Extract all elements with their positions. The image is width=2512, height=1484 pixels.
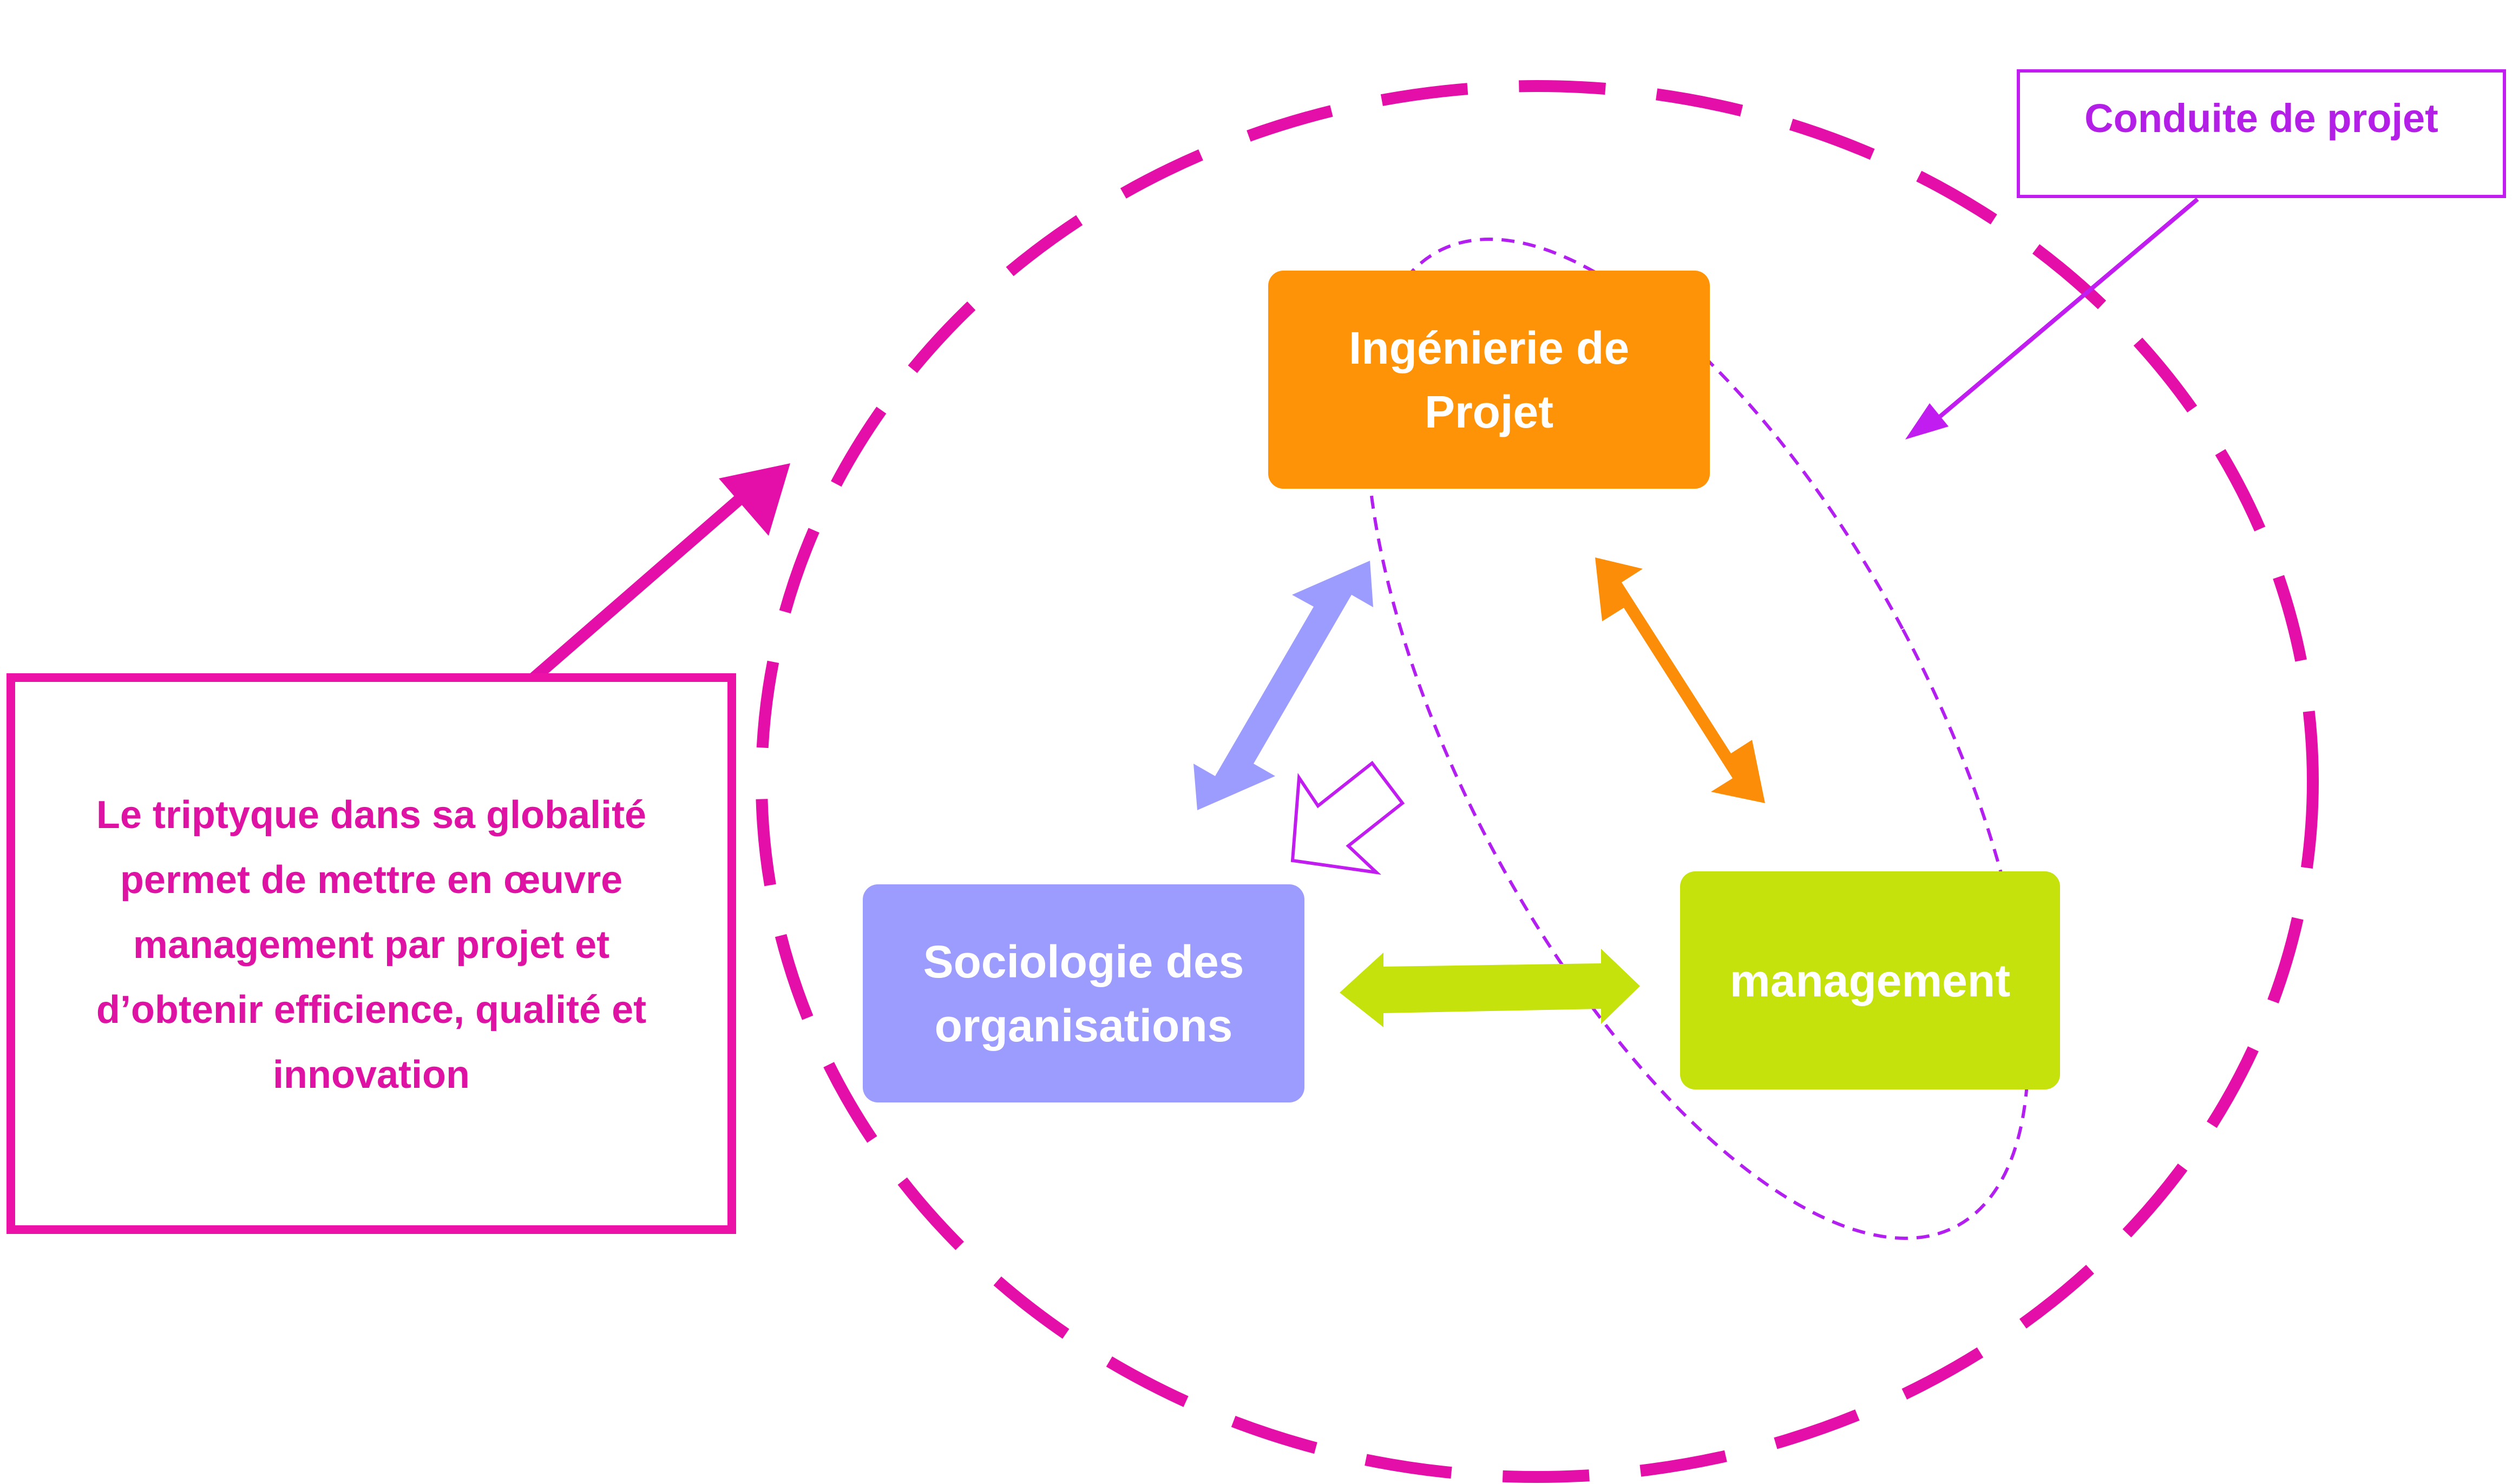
connector-sociologie-management: [1340, 949, 1640, 1027]
node-sociologie-label: Sociologie des organisations: [923, 936, 1244, 1051]
conduite-inner-ellipse: [1365, 238, 2030, 1240]
pointer-conduite: [1925, 197, 2199, 430]
node-management-label: management: [1729, 955, 2011, 1006]
connector-ingenierie-sociologie: [1193, 561, 1373, 810]
triptyque-outer-ellipse: [756, 80, 2319, 1483]
triptyque-label: Le triptyque dans sa globalité permet de…: [96, 793, 647, 1096]
pointer-conduite-head: [1905, 403, 1949, 439]
triptyque-callout: Le triptyque dans sa globalité permet de…: [6, 673, 736, 1234]
pointer-triptyque: [501, 490, 749, 707]
hollow-arrow: [1290, 760, 1405, 875]
pointer-triptyque-head: [719, 463, 790, 536]
node-ingenierie-label: Ingénierie de Projet: [1348, 322, 1630, 437]
node-management: management: [1680, 871, 2060, 1089]
node-sociologie-des-organisations: Sociologie des organisations: [863, 884, 1304, 1102]
connector-ingenierie-management: [1595, 557, 1765, 803]
node-ingenierie-de-projet: Ingénierie de Projet: [1268, 271, 1710, 489]
conduite-de-projet-callout: Conduite de projet: [2017, 69, 2506, 198]
conduite-de-projet-label: Conduite de projet: [2084, 96, 2438, 141]
